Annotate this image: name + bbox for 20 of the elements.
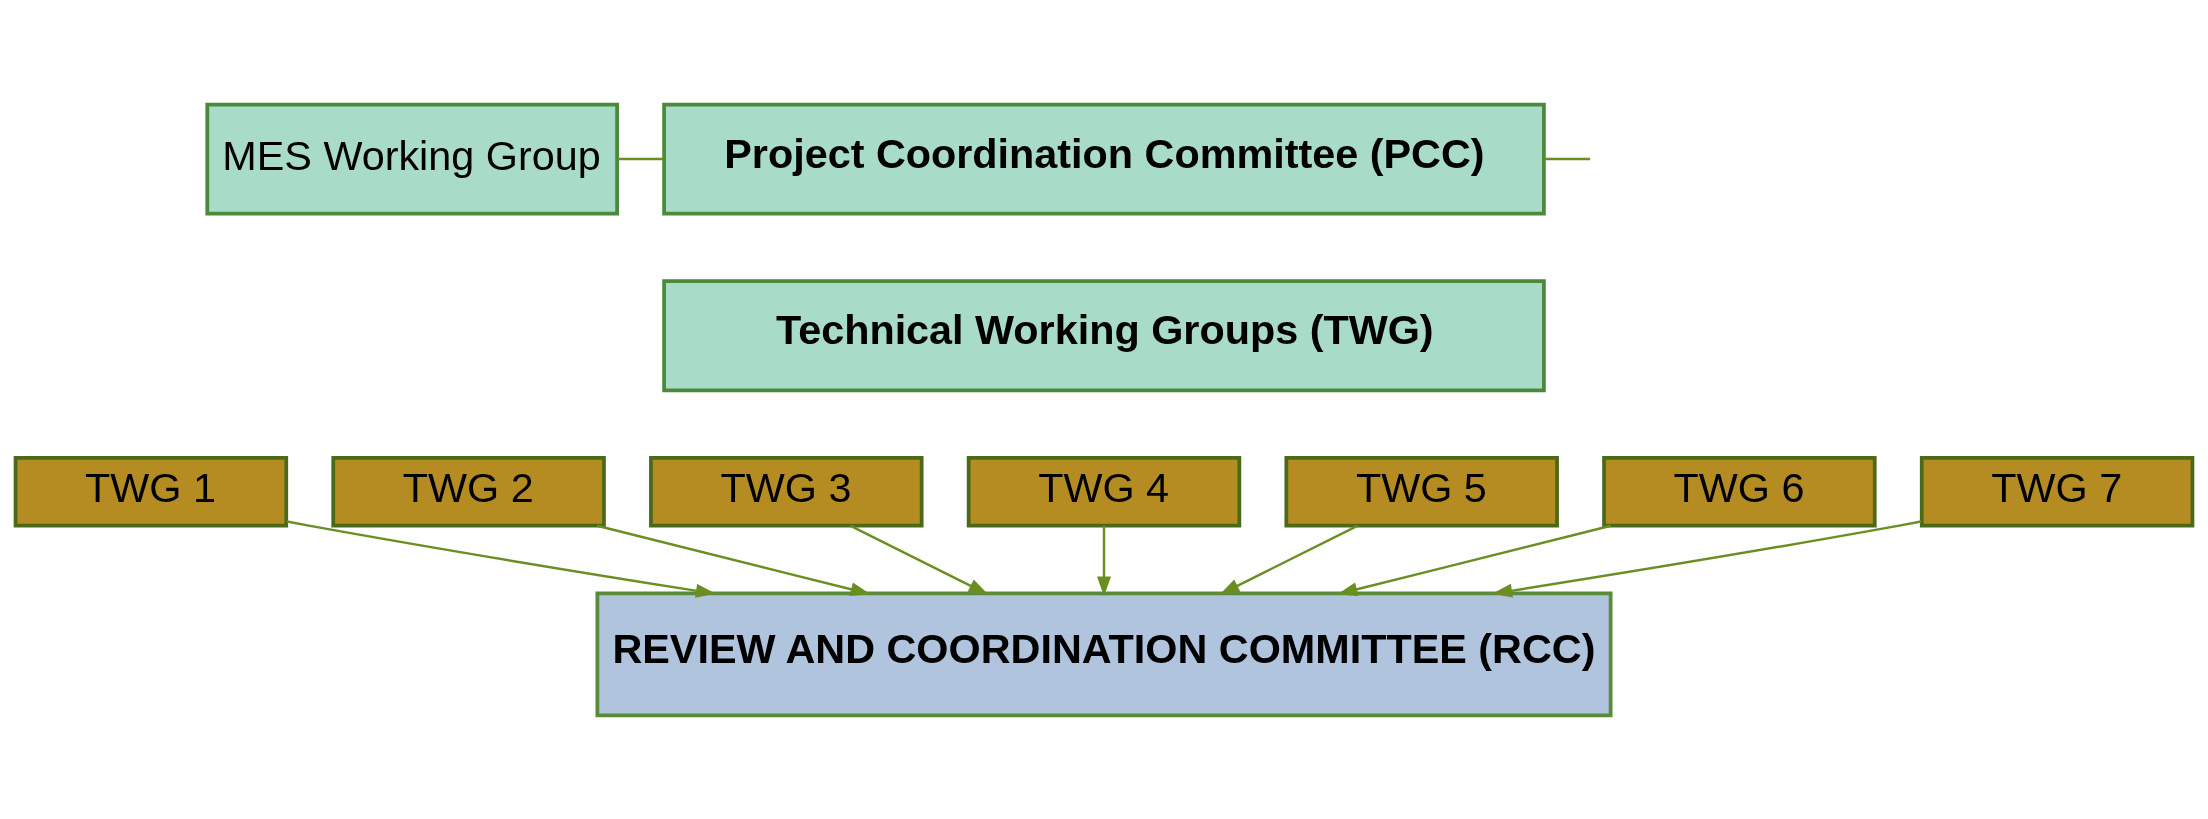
node-box: MES Working Group [205, 102, 619, 215]
node-box: TWG 4 [966, 455, 1242, 527]
node-box: TWG 1 [13, 455, 289, 527]
arrow [1337, 524, 1612, 596]
connector [1544, 157, 1591, 160]
node-box: TWG 5 [1284, 455, 1559, 527]
node-box: Technical Working Groups (TWG) [662, 278, 1546, 392]
node-box: TWG 6 [1602, 455, 1877, 527]
arrow [1492, 519, 1922, 598]
node-box: TWG 7 [1919, 455, 2195, 527]
arrow [1219, 524, 1358, 595]
arrow [596, 524, 871, 596]
arrow [1097, 525, 1111, 596]
node-box: TWG 3 [649, 455, 924, 527]
arrow [286, 519, 716, 598]
node-box: Project Coordination Committee (PCC) [662, 102, 1546, 215]
connector [617, 157, 664, 160]
node-box: REVIEW AND COORDINATION COMMITTEE (RCC) [595, 590, 1613, 717]
node-box: TWG 2 [331, 455, 606, 527]
arrow [850, 524, 989, 595]
